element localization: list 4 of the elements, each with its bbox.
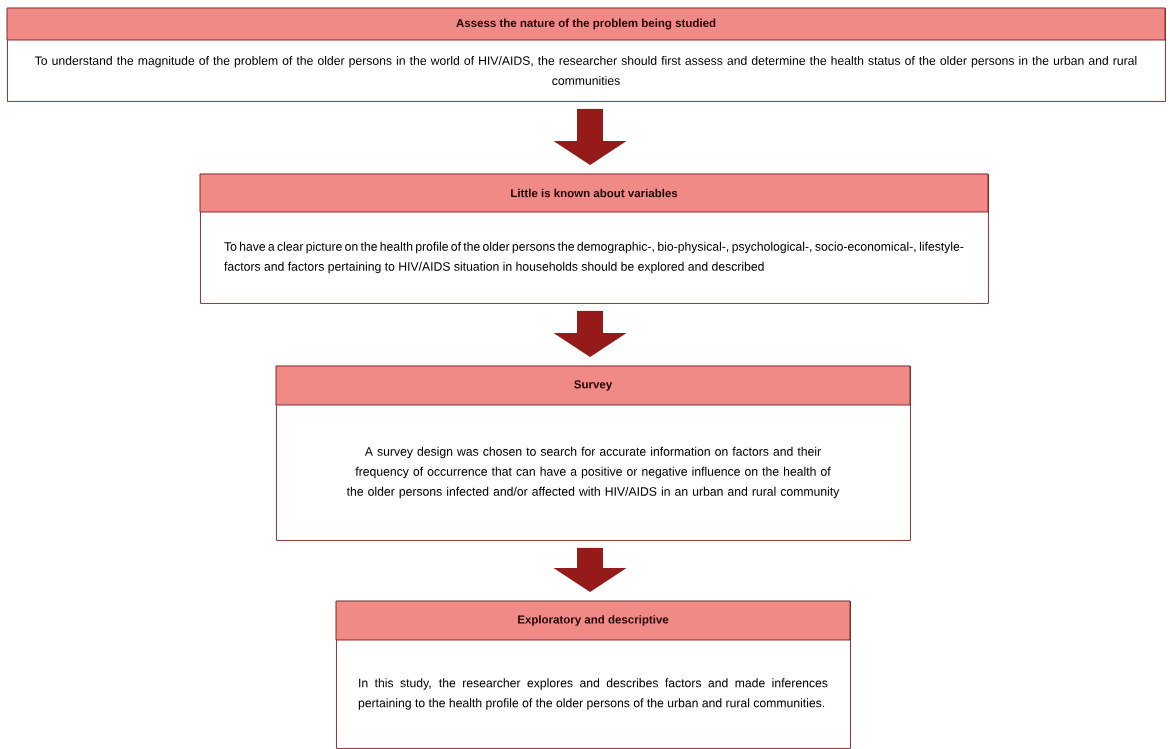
step-box: Assess the nature of the problem being studied To understand the magnitude of the problem of the older persons in the world of HIV/AIDS, the researcher should first assess and determine the health status of the older persons in the urban and rural communities	[6, 7, 1166, 102]
step-box: Exploratory and descriptive In this study, the researcher explores and describes factors and made inferences pertaining to the health profile of the older persons of the urban and rural communities.	[335, 600, 851, 749]
step-box: Survey A survey design was chosen to search for accurate information on factors and their frequency of occurrence that can have a positive or negative influence on the health of the older persons infected and/or affected with HIV/AIDS in an urban and rural community	[275, 365, 911, 541]
step-box: Little is known about variables To have a clear picture on the health profile of the older persons the demographic-, bio-physical-, psychological-, socio-economical-, lifestyle- factors and factors pertaining to HIV/AIDS situation in households should be explored and described	[199, 173, 989, 304]
